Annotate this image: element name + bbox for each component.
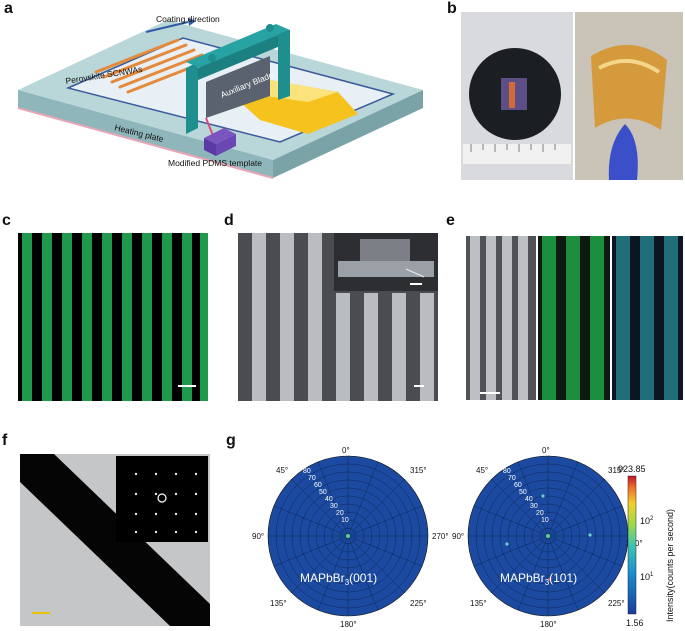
eds-panel	[466, 236, 683, 400]
photo-panel	[461, 12, 683, 180]
tem-image	[20, 454, 210, 626]
panel-label-e: e	[446, 212, 455, 229]
svg-text:0°: 0°	[542, 446, 550, 455]
diffraction-spots	[134, 472, 198, 534]
panel-label-a: a	[4, 0, 13, 17]
svg-text:60: 60	[314, 482, 322, 489]
pdms-template	[204, 128, 236, 156]
svg-text:70: 70	[308, 475, 316, 482]
svg-text:270°: 270°	[432, 532, 449, 541]
nanowire	[20, 454, 210, 626]
ruler	[463, 144, 571, 164]
svg-text:90°: 90°	[452, 532, 464, 541]
polar-plot-right	[467, 455, 629, 617]
svg-text:0°: 0°	[342, 446, 350, 455]
fluorescence-image	[18, 233, 208, 401]
colorbar-tick-10: 101	[640, 572, 654, 582]
svg-text:180°: 180°	[340, 620, 357, 629]
svg-text:80: 80	[303, 468, 311, 475]
film-highlight	[598, 58, 661, 74]
svg-text:40: 40	[525, 496, 533, 503]
svg-text:10: 10	[541, 517, 549, 524]
polar-ring-labels-right: 90 80 70 60 50 40 30 20 10	[497, 461, 549, 524]
svg-text:80: 80	[503, 468, 511, 475]
inset-substrate	[338, 261, 434, 277]
ruler-ticks	[470, 144, 556, 152]
panel-label-d: d	[224, 212, 234, 229]
panel-label-g: g	[226, 432, 236, 449]
saed-inset	[116, 456, 208, 542]
central-beam	[157, 493, 167, 503]
auxiliary-blade	[206, 56, 270, 118]
wafer-reflection	[509, 82, 515, 108]
svg-text:20: 20	[336, 510, 344, 517]
sem-image	[238, 233, 438, 401]
green-stripes	[22, 233, 208, 401]
svg-text:30: 30	[530, 503, 538, 510]
coating-schematic: Coating direction Perovskite SCNWAs Auxi…	[17, 14, 423, 179]
polar-angle-labels-left: 0° 315° 270° 225° 180° 135° 90° 45°	[252, 446, 449, 629]
scale-bar	[480, 392, 500, 394]
svg-text:20: 20	[536, 510, 544, 517]
polar-figures: 90 80 70 60 50 40 30 20 10 0° 315° 270° …	[252, 446, 675, 629]
heating-plate-front	[18, 90, 273, 178]
colorbar-max: 923.85	[618, 464, 646, 474]
coating-direction-arrow	[145, 21, 189, 33]
svg-text:45°: 45°	[476, 466, 488, 475]
eds-pb-stripes	[616, 236, 678, 400]
coater-knob-right	[266, 24, 274, 32]
inset-scale-bar	[410, 283, 422, 285]
svg-text:70: 70	[508, 475, 516, 482]
svg-text:50: 50	[519, 489, 527, 496]
svg-text:90: 90	[297, 461, 305, 468]
panel-label-c: c	[2, 212, 11, 229]
glove	[608, 124, 638, 180]
coater-front-bar	[198, 30, 290, 80]
eds-br-stripes	[542, 236, 604, 400]
svg-text:135°: 135°	[270, 599, 287, 608]
plate-edge-line	[17, 107, 274, 179]
svg-text:30: 30	[330, 503, 338, 510]
svg-text:225°: 225°	[608, 599, 625, 608]
sem-wires	[252, 233, 434, 401]
svg-text:135°: 135°	[470, 599, 487, 608]
svg-text:40: 40	[325, 496, 333, 503]
panel-label-b: b	[447, 0, 457, 17]
inset-cross-section	[360, 239, 410, 261]
polar-title-right: MAPbBr3(101)	[500, 571, 577, 587]
colorbar-min: 1.56	[626, 618, 644, 628]
coater-knob-left	[208, 54, 216, 62]
svg-text:180°: 180°	[540, 620, 557, 629]
svg-text:225°: 225°	[410, 599, 427, 608]
scale-bar	[32, 612, 50, 614]
inset-mark	[405, 268, 425, 278]
heating-plate-side	[273, 90, 423, 178]
svg-text:90: 90	[497, 461, 505, 468]
scale-bar	[414, 385, 424, 387]
svg-text:50: 50	[319, 489, 327, 496]
svg-text:315°: 315°	[608, 466, 625, 475]
svg-text:90°: 90°	[252, 532, 264, 541]
arrow-head	[188, 18, 196, 26]
polar-plot-left	[267, 455, 429, 617]
flexible-film	[591, 44, 667, 130]
svg-text:10: 10	[341, 517, 349, 524]
colorbar-tick-100: 102	[640, 516, 654, 526]
coater-right-pillar	[278, 30, 290, 100]
svg-text:45°: 45°	[276, 466, 288, 475]
svg-text:60: 60	[514, 482, 522, 489]
colorbar-axis-label: Intensity(counts per second)	[665, 509, 675, 622]
sem-small-wires	[470, 236, 528, 400]
polar-ring-labels-left: 90 80 70 60 50 40 30 20 10	[297, 461, 349, 524]
label-coating-direction: Coating direction	[156, 14, 220, 24]
polar-title-left: MAPbBr3(001)	[300, 571, 377, 587]
photos-svg	[461, 12, 683, 180]
colorbar	[627, 475, 637, 615]
coater-left-pillar	[186, 62, 198, 134]
svg-text:315°: 315°	[410, 466, 427, 475]
panel-label-f: f	[2, 432, 8, 449]
label-pdms-template: Modified PDMS template	[168, 158, 262, 168]
scale-bar	[178, 385, 196, 387]
